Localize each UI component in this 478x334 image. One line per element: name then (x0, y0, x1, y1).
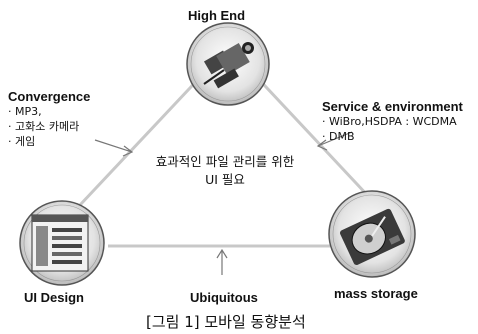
pointer-arrows (94, 131, 353, 275)
label-ui-design: UI Design (24, 290, 84, 305)
edge-left (78, 70, 207, 207)
label-mass-storage: mass storage (334, 286, 418, 301)
camcorder-icon (203, 42, 254, 89)
label-high-end: High End (188, 8, 246, 23)
center-statement: 효과적인 파일 관리를 위한 UI 필요 (128, 153, 322, 189)
arrow-service (316, 131, 353, 151)
arrow-convergence (94, 139, 134, 157)
center-line-2: UI 필요 (205, 172, 245, 187)
ui-screenshot-icon (31, 214, 89, 272)
service-title: Service & environment (322, 99, 463, 114)
label-ubiquitous: Ubiquitous (190, 290, 258, 305)
disc-mass-storage (328, 190, 416, 278)
convergence-title: Convergence (8, 89, 91, 104)
convergence-item-2: · 고화소 카메라 (8, 120, 80, 133)
service-note: Service & environment · WiBro,HSDPA : WC… (322, 99, 463, 144)
figure-caption: [그림 1] 모바일 동향분석 (146, 313, 306, 331)
convergence-item-3: · 게임 (8, 135, 36, 148)
service-item-2: · DMB (322, 130, 355, 143)
hard-disk-icon (340, 208, 405, 265)
arrow-ubiquitous (216, 248, 228, 275)
center-line-1: 효과적인 파일 관리를 위한 (155, 154, 295, 169)
disc-ui-design (19, 200, 105, 286)
convergence-note: Convergence · MP3, · 고화소 카메라 · 게임 (8, 89, 90, 149)
service-item-1: · WiBro,HSDPA : WCDMA (322, 115, 457, 128)
disc-high-end (186, 22, 270, 106)
triangle-edges (78, 70, 372, 248)
convergence-item-1: · MP3, (8, 105, 42, 118)
edge-right (250, 70, 372, 200)
